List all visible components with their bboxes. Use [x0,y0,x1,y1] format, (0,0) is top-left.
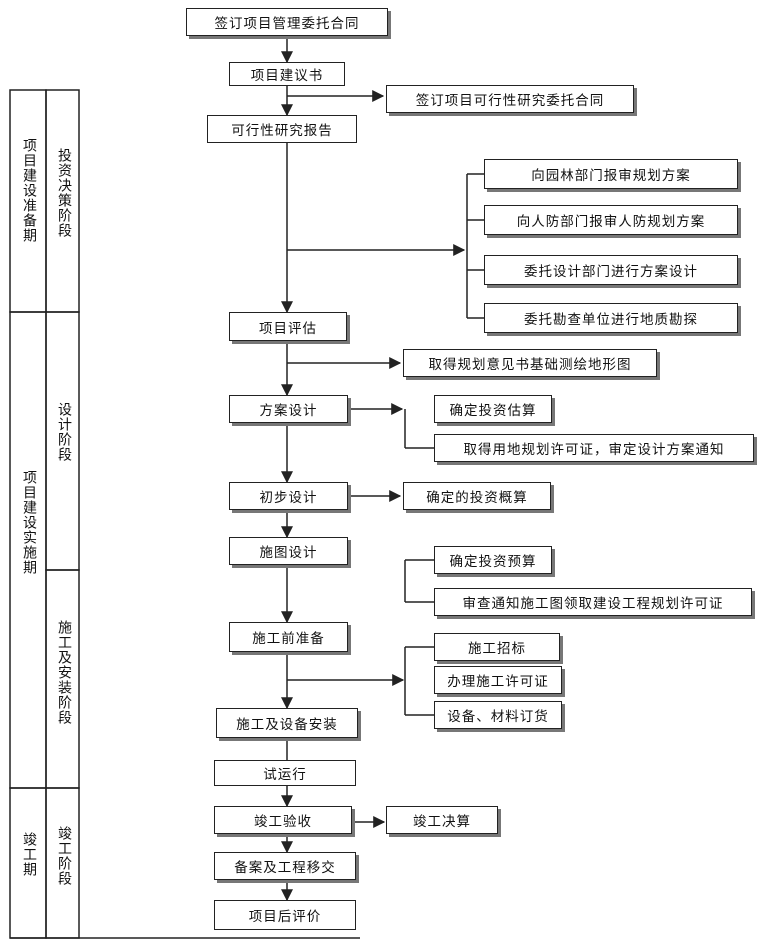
node-budget: 确定投资预算 [434,546,552,574]
node-sign-contract: 签订项目管理委托合同 [186,8,388,36]
node-post-eval: 项目后评价 [214,900,356,930]
node-civil-defense: 向人防部门报审人防规划方案 [484,205,738,235]
node-prelim-design: 初步设计 [229,482,348,510]
phase-label-done: 竣工期 [21,832,37,877]
node-feasibility: 可行性研究报告 [207,115,357,143]
node-garden: 向园林部门报审规划方案 [484,159,738,189]
stage-label-construction: 施工及安装阶段 [56,620,72,725]
node-commission-design: 委托设计部门进行方案设计 [484,255,738,285]
node-evaluation: 项目评估 [229,312,347,341]
node-bidding: 施工招标 [434,633,560,661]
phase-label-impl: 项目建设实施期 [21,470,37,575]
node-acceptance: 竣工验收 [214,806,352,834]
node-review-permit: 审查通知施工图领取建设工程规划许可证 [434,588,752,616]
node-proposal: 项目建议书 [229,62,345,86]
node-final-account: 竣工决算 [386,806,498,834]
node-survey: 委托勘查单位进行地质勘探 [484,303,738,333]
node-scheme-design: 方案设计 [229,395,348,423]
node-budget-estimate: 确定的投资概算 [403,482,551,510]
node-planning-opinion: 取得规划意见书基础测绘地形图 [403,349,657,377]
node-install: 施工及设备安装 [216,708,358,738]
node-procurement: 设备、材料订货 [434,701,562,729]
stage-label-decision: 投资决策阶段 [56,148,72,238]
node-handover: 备案及工程移交 [214,852,356,880]
node-feasibility-contract: 签订项目可行性研究委托合同 [386,85,634,113]
node-land-permit: 取得用地规划许可证，审定设计方案通知 [434,434,754,462]
stage-label-design: 设计阶段 [56,402,72,462]
node-pre-construction: 施工前准备 [229,622,348,652]
node-trial-run: 试运行 [214,760,356,786]
phase-label-prep: 项目建设准备期 [21,138,37,243]
node-estimate: 确定投资估算 [434,395,552,423]
node-construction-drawing: 施图设计 [229,537,348,565]
stage-label-completion: 竣工阶段 [56,826,72,886]
node-construction-permit: 办理施工许可证 [434,666,562,694]
